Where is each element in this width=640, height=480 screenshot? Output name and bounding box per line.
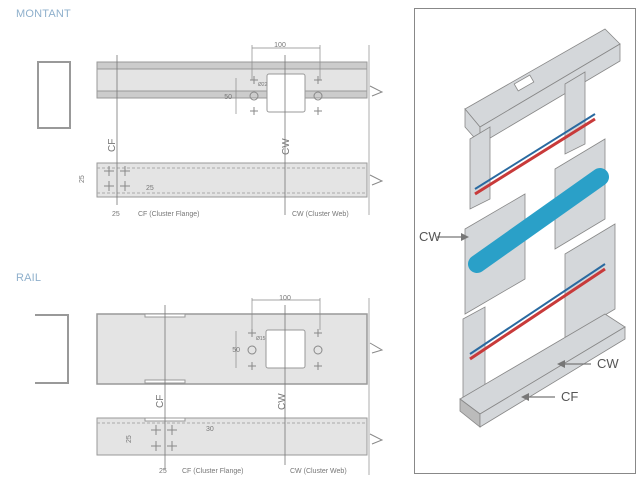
isometric-assembly-illustration (437, 28, 626, 428)
dim-100: 100 (279, 295, 291, 302)
rail-web-view (96, 298, 384, 385)
section-title-rail: RAIL (16, 272, 42, 284)
cw-label: CW (281, 138, 292, 155)
dim-50: 50 (232, 347, 240, 354)
dim-25: 25 (112, 211, 120, 218)
cw-caption: CW (Cluster Web) (292, 211, 349, 218)
rail-flange-view (96, 417, 384, 456)
hole-label: Ø15 (256, 336, 266, 342)
dim-50: 50 (224, 94, 232, 101)
cw-callout-right: CW (597, 356, 619, 371)
cf-callout-right: CF (561, 389, 579, 404)
dim-25: 25 (159, 468, 167, 475)
cf-label: CF (107, 139, 118, 152)
dim-25: 25 (146, 185, 154, 192)
section-title-montant: MONTANT (16, 8, 71, 20)
cf-caption: CF (Cluster Flange) (182, 468, 243, 475)
rail-profile-section (35, 314, 69, 384)
cf-caption: CF (Cluster Flange) (138, 211, 199, 218)
dim-30: 30 (206, 426, 214, 433)
montant-profile-section (37, 61, 71, 129)
cw-caption: CW (Cluster Web) (290, 468, 347, 475)
isometric-view-panel: CW CW CF (414, 8, 636, 474)
technical-drawing: 100 50 Ø22 CF CW 25 25 25 CF (Cluster Fl… (35, 42, 384, 475)
dim-100: 100 (274, 42, 286, 49)
cw-callout-left: CW (419, 229, 441, 244)
dim-25: 25 (79, 175, 86, 183)
blue-pipe (468, 168, 609, 273)
dim-25: 25 (126, 435, 133, 443)
montant-web-view (96, 45, 384, 115)
cf-label: CF (155, 395, 166, 408)
hole-label: Ø22 (258, 82, 268, 88)
cw-label: CW (277, 393, 288, 410)
montant-flange-view (96, 162, 384, 198)
